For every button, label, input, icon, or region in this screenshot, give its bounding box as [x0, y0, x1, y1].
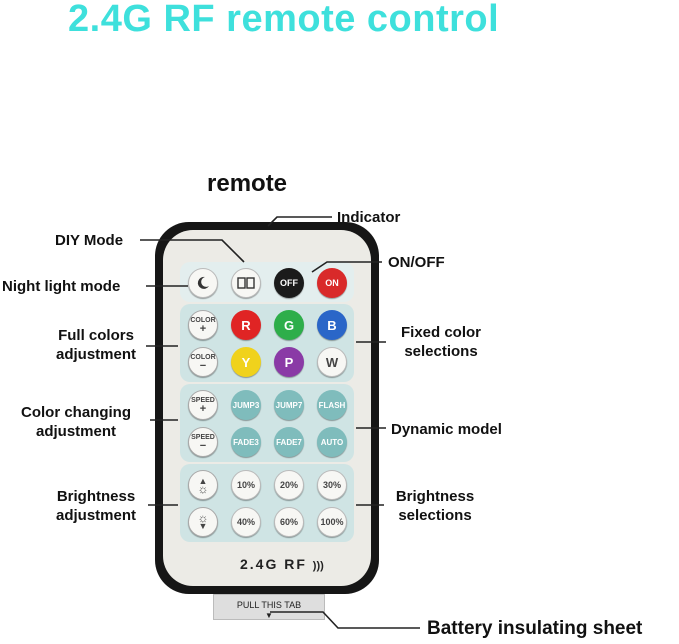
pull-tab[interactable]: PULL THIS TAB ▼ [213, 594, 325, 620]
plus-icon: + [199, 323, 207, 335]
minus-icon: − [199, 360, 207, 372]
on-off-line [311, 261, 382, 273]
label-full-colors: Full colors adjustment [44, 326, 148, 364]
mode-button[interactable]: JUMP7 [274, 390, 304, 420]
pull-tab-text: PULL THIS TAB [236, 600, 302, 610]
label-night-light: Night light mode [2, 278, 121, 295]
minus-icon: − [199, 440, 207, 452]
book-icon [237, 277, 255, 289]
sun-icon: ☼ [197, 511, 209, 525]
color-plus-button[interactable]: COLOR+ [188, 310, 218, 340]
color-plus-text: COLOR [190, 317, 216, 324]
brightness-button[interactable]: 60% [274, 507, 304, 537]
label-diy-mode: DIY Mode [55, 232, 124, 249]
label-line: adjustment [55, 346, 136, 363]
brightness-down-button[interactable]: ☼▼ [188, 507, 218, 537]
color-label: B [327, 317, 337, 333]
brightness-up-button[interactable]: ▲☼ [188, 470, 218, 500]
off-label: OFF [280, 278, 298, 288]
mode-label: AUTO [320, 437, 344, 447]
label-fixed-color: Fixed color selections [386, 323, 496, 361]
page-title: 2.4G RF remote control [68, 0, 500, 40]
label-line: Full colors [58, 327, 134, 344]
color-label: W [325, 354, 339, 370]
chevron-up-icon: ▲ [198, 476, 208, 486]
mode-label: JUMP7 [275, 400, 303, 410]
label-indicator: Indicator [337, 209, 401, 226]
brightness-button[interactable]: 30% [317, 470, 347, 500]
color-button-g[interactable]: G [274, 310, 304, 340]
label-line: Color changing [21, 404, 131, 421]
mode-button[interactable]: FLASH [317, 390, 347, 420]
speed-plus-button[interactable]: SPEED+ [188, 390, 218, 420]
indicator-line [267, 216, 332, 227]
color-label: R [241, 317, 251, 333]
speed-minus-button[interactable]: SPEED− [188, 427, 218, 457]
color-minus-button[interactable]: COLOR− [188, 347, 218, 377]
label-line: Brightness [56, 488, 136, 505]
sun-icon: ☼ [197, 482, 209, 496]
speed-plus-text: SPEED [191, 397, 215, 404]
signal-icon: ))) [312, 560, 324, 572]
label-line: selections [404, 343, 478, 360]
diy-mode-button[interactable] [231, 268, 261, 298]
mode-label: JUMP3 [232, 400, 260, 410]
color-label: P [284, 354, 294, 370]
label-line: Brightness [395, 488, 475, 505]
label-line: Fixed color [400, 324, 482, 341]
on-button[interactable]: ON [317, 268, 347, 298]
mode-label: FADE7 [276, 437, 302, 447]
label-line: selections [398, 507, 472, 524]
remote-brand: 2.4G RF ))) [240, 556, 324, 572]
color-minus-text: COLOR [190, 354, 216, 361]
brightness-button[interactable]: 40% [231, 507, 261, 537]
brightness-label: 20% [279, 480, 298, 490]
arrow-down-icon: ▼ [265, 611, 273, 620]
color-label: G [283, 317, 295, 333]
label-brightness-selections: Brightness selections [380, 487, 490, 525]
label-line: adjustment [55, 507, 136, 524]
mode-button[interactable]: FADE3 [231, 427, 261, 457]
brand-text: 2.4G RF [240, 556, 307, 572]
color-button-w[interactable]: W [317, 347, 347, 377]
brightness-button[interactable]: 20% [274, 470, 304, 500]
mode-button[interactable]: AUTO [317, 427, 347, 457]
plus-icon: + [199, 403, 207, 415]
brightness-label: 100% [320, 517, 344, 527]
mode-label: FADE3 [233, 437, 259, 447]
color-button-p[interactable]: P [274, 347, 304, 377]
battery-line [270, 611, 420, 629]
label-dynamic-model: Dynamic model [391, 421, 502, 438]
off-button[interactable]: OFF [274, 268, 304, 298]
label-line: adjustment [35, 423, 116, 440]
brightness-label: 10% [236, 480, 255, 490]
brightness-label: 60% [279, 517, 298, 527]
night-light-button[interactable] [188, 268, 218, 298]
mode-button[interactable]: JUMP3 [231, 390, 261, 420]
label-color-changing: Color changing adjustment [6, 403, 146, 441]
chevron-down-icon: ▼ [198, 521, 208, 531]
remote-subtitle: remote [207, 170, 288, 197]
diy-mode-line [140, 239, 245, 263]
mode-button[interactable]: FADE7 [274, 427, 304, 457]
label-brightness-adjustment: Brightness adjustment [44, 487, 148, 525]
label-battery-sheet: Battery insulating sheet [427, 618, 643, 639]
color-button-b[interactable]: B [317, 310, 347, 340]
on-label: ON [325, 278, 339, 288]
moon-icon [197, 276, 209, 289]
color-button-y[interactable]: Y [231, 347, 261, 377]
speed-minus-text: SPEED [191, 434, 215, 441]
label-on-off: ON/OFF [388, 254, 445, 271]
color-button-r[interactable]: R [231, 310, 261, 340]
brightness-button[interactable]: 10% [231, 470, 261, 500]
color-label: Y [241, 354, 251, 370]
mode-label: FLASH [318, 400, 346, 410]
brightness-button[interactable]: 100% [317, 507, 347, 537]
brightness-label: 40% [236, 517, 255, 527]
brightness-label: 30% [322, 480, 341, 490]
